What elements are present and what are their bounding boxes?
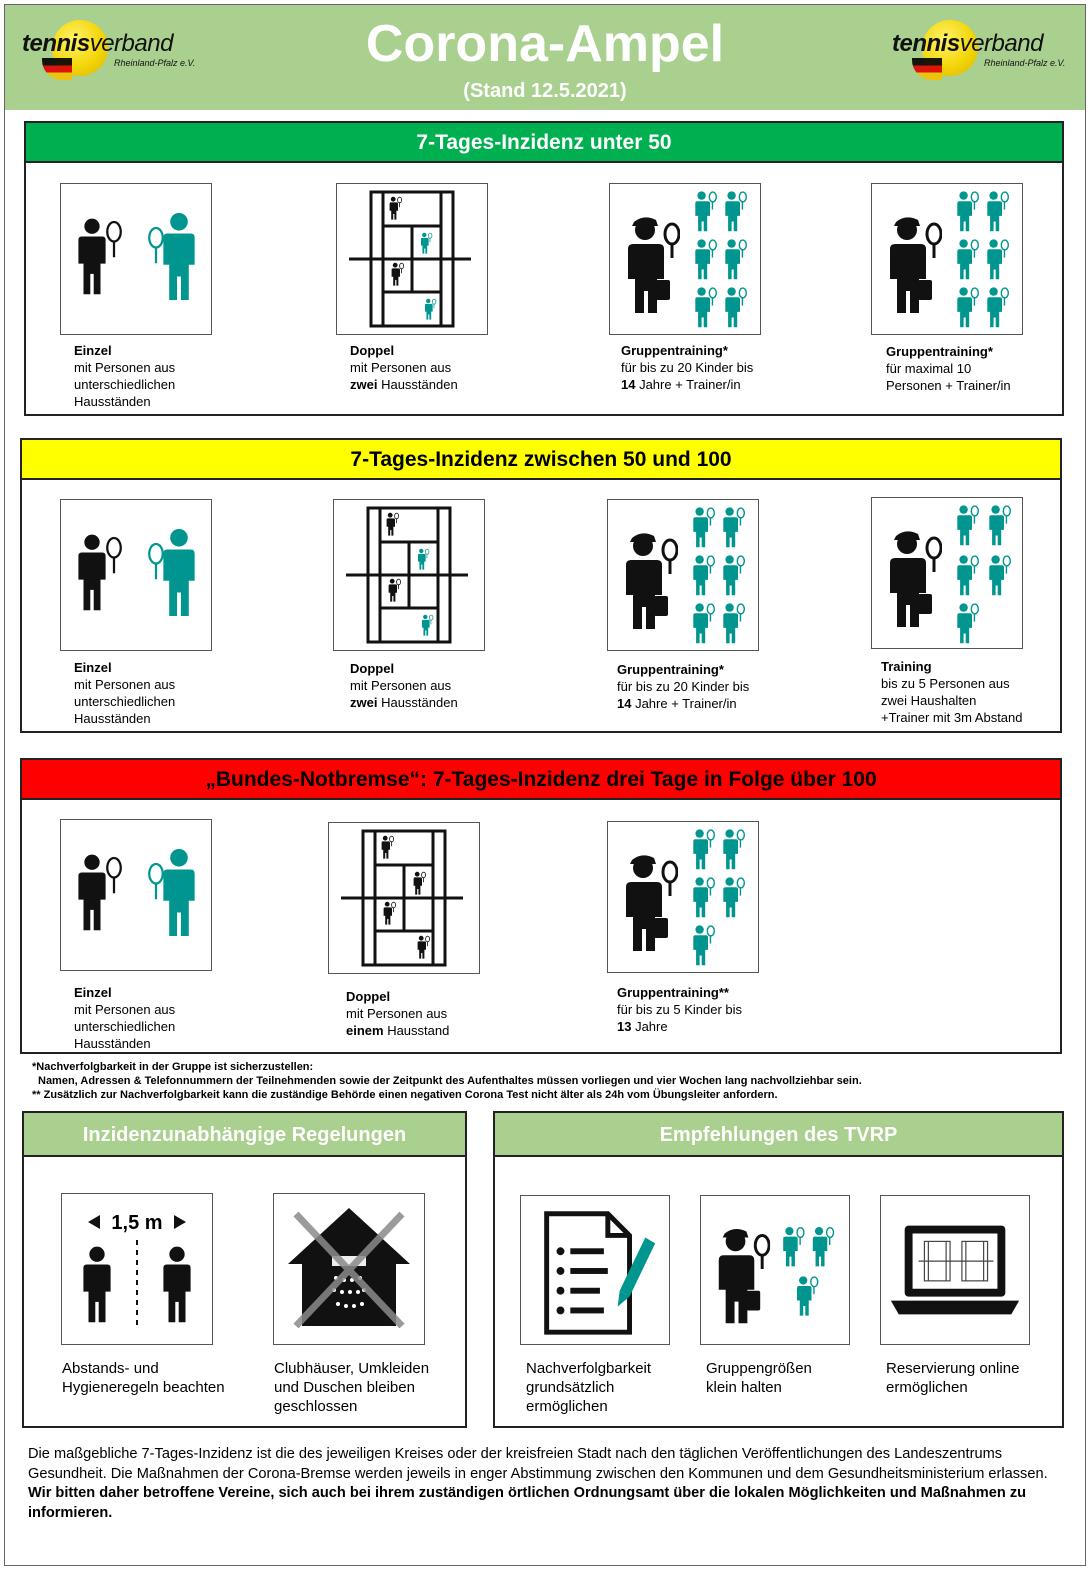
- footnote-1: *Nachverfolgbarkeit in der Gruppe ist si…: [32, 1061, 314, 1073]
- logo-brand: tennisverband: [22, 30, 173, 57]
- section-50-100: 7-Tages-Inzidenz zwischen 50 und 100: [20, 438, 1062, 733]
- distance-label: 1,5 m: [111, 1212, 162, 1234]
- singles-icon: [60, 499, 212, 651]
- section-title: 7-Tages-Inzidenz zwischen 50 und 100: [22, 440, 1060, 480]
- group-training-20-icon: [609, 183, 761, 335]
- section-over-100: „Bundes-Notbremse“: 7-Tages-Inzidenz dre…: [20, 758, 1062, 1054]
- laptop-booking-icon: [880, 1195, 1030, 1345]
- section-title: 7-Tages-Inzidenz unter 50: [26, 123, 1062, 163]
- logo-sub: Rheinland-Pfalz e.V.: [114, 58, 196, 68]
- distance-icon: 1,5 m: [61, 1193, 213, 1345]
- closed-clubhouse-icon: [273, 1193, 425, 1345]
- group-training-10-icon: [871, 183, 1023, 335]
- group-training-5-kids-icon: [607, 821, 759, 973]
- small-group-icon: [700, 1195, 850, 1345]
- rules-title: Inzidenzunabhängige Regelungen: [24, 1113, 465, 1157]
- page-subtitle: (Stand 12.5.2021): [463, 80, 627, 102]
- group-training-20-icon: [607, 499, 759, 651]
- doubles-court-icon: [333, 499, 485, 651]
- flag-icon: [42, 58, 72, 80]
- recommendations-box: Empfehlungen des TVRP: [493, 1111, 1064, 1428]
- doubles-court-one-household-icon: [328, 822, 480, 974]
- footnote-1-detail: Namen, Adressen & Telefonnummern der Tei…: [38, 1075, 862, 1087]
- caption-group-training: Gruppentraining** für bis zu 5 Kinder bi…: [617, 985, 743, 1034]
- info-paragraph: Die maßgebliche 7-Tages-Inzidenz ist die…: [28, 1446, 1048, 1521]
- doubles-court-icon: [336, 183, 488, 335]
- singles-icon: [60, 819, 212, 971]
- rules-box: Inzidenzunabhängige Regelungen: [22, 1111, 467, 1428]
- section-under-50: 7-Tages-Inzidenz unter 50: [24, 121, 1064, 416]
- page-title: Corona-Ampel: [365, 15, 725, 73]
- footnotes: *Nachverfolgbarkeit in der Gruppe ist si…: [32, 1060, 862, 1102]
- footnote-2: ** Zusätzlich zur Nachverfolgbarkeit kan…: [32, 1089, 778, 1101]
- section-title: „Bundes-Notbremse“: 7-Tages-Inzidenz dre…: [22, 760, 1060, 800]
- singles-icon: [60, 183, 212, 335]
- logo-brand: tennisverband: [892, 30, 1043, 57]
- caption-group-training: Gruppentraining* für bis zu 20 Kinder bi…: [617, 662, 750, 711]
- recommendations-title: Empfehlungen des TVRP: [495, 1113, 1062, 1157]
- logo-sub: Rheinland-Pfalz e.V.: [984, 58, 1066, 68]
- caption-group-training: Gruppentraining* für bis zu 20 Kinder bi…: [621, 343, 754, 392]
- logo-right: tennisverband Rheinland-Pfalz e.V.: [892, 18, 1067, 83]
- header-banner: [5, 5, 1085, 110]
- logo-left: tennisverband Rheinland-Pfalz e.V.: [22, 18, 197, 83]
- training-5-persons-icon: [871, 497, 1023, 649]
- page-frame: [4, 4, 1086, 1566]
- checklist-icon: [520, 1195, 670, 1345]
- flag-icon: [912, 58, 942, 80]
